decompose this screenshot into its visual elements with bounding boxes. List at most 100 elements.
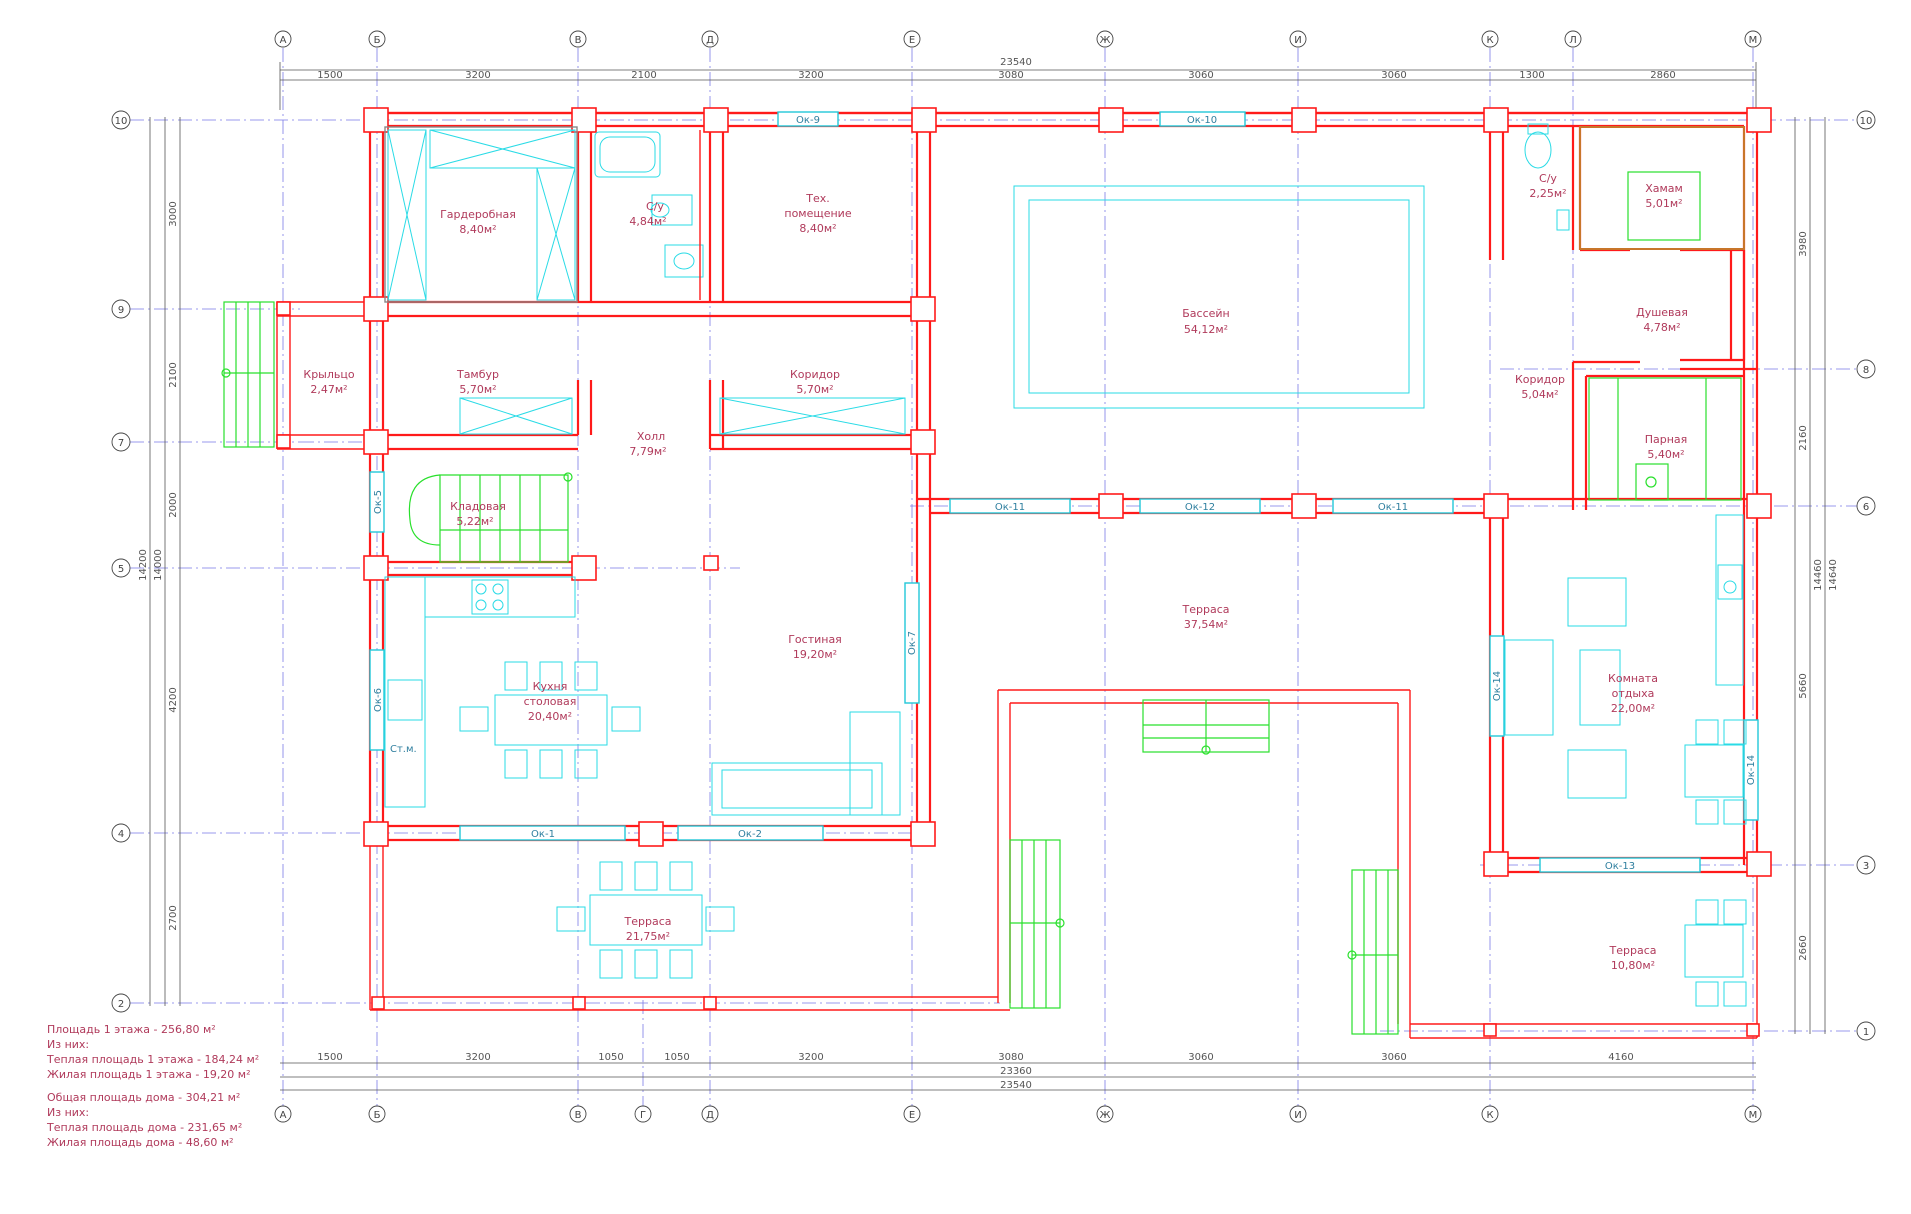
dimension-lines <box>149 62 1826 1091</box>
room-area: 20,40м² <box>528 710 572 723</box>
windows: Ок-9 Ок-10 Ок-11 Ок-12 Ок-11 Ок-5 Ок-7 О… <box>369 111 1759 873</box>
room-name: Хамам <box>1645 182 1683 195</box>
dim-left-segment: 2700 <box>168 905 179 930</box>
dim-top-segment: 2860 <box>1650 70 1675 81</box>
axis-bottom-label: В <box>575 1110 582 1121</box>
axis-right-label: 8 <box>1863 365 1869 376</box>
dim-left-segment: 4200 <box>168 687 179 712</box>
grid-lines <box>130 48 1860 1112</box>
window-label: Ок-6 <box>373 688 384 712</box>
dim-bottom-segment: 3200 <box>798 1052 823 1063</box>
summary-line: Теплая площадь дома - 231,65 м² <box>46 1121 242 1134</box>
axis-left-label: 5 <box>118 564 124 575</box>
dim-right-total: 14460 <box>1813 559 1824 591</box>
washer-label: Ст.м. <box>390 744 417 755</box>
room-name: Терраса <box>1182 603 1230 616</box>
room-name: Кладовая <box>450 500 506 513</box>
window-label: Ок-7 <box>907 631 918 655</box>
axis-right-label: 1 <box>1863 1027 1869 1038</box>
room-name: С/у <box>646 200 664 213</box>
room-area: 19,20м² <box>793 648 837 661</box>
dim-right-segment: 2160 <box>1798 425 1809 450</box>
room-name: Коридор <box>1515 373 1565 386</box>
axis-top-label: Д <box>706 35 714 46</box>
dim-left-total: 14200 <box>138 549 149 581</box>
terrace-dining <box>556 861 735 979</box>
room-name: Тех. <box>805 192 830 205</box>
axis-bottom-label: Б <box>374 1110 381 1121</box>
axis-left-label: 9 <box>118 305 124 316</box>
dimension-texts-top: 23540 1500 3200 2100 3200 3080 3060 3060… <box>317 57 1675 81</box>
lounge-furniture <box>1504 514 1747 825</box>
dim-right-segment: 3980 <box>1798 231 1809 256</box>
columns <box>276 107 1772 1037</box>
room-area: 2,25м² <box>1529 187 1566 200</box>
room-name: С/у <box>1539 172 1557 185</box>
room-name-line2: отдыха <box>1612 687 1655 700</box>
dim-bottom-total: 23540 <box>1000 1080 1032 1091</box>
dimension-texts-left: 3000 2100 2000 4200 2700 14200 14000 <box>138 201 179 930</box>
window-label: Ок-11 <box>1378 502 1408 513</box>
walls <box>276 111 1759 1039</box>
bathroom-fixtures <box>594 130 704 300</box>
axis-markers-left: 10 9 7 5 4 2 <box>111 110 131 1013</box>
dim-bottom-segment: 3200 <box>465 1052 490 1063</box>
axis-bottom-label: Д <box>706 1110 714 1121</box>
axis-bottom-label: М <box>1749 1110 1758 1121</box>
dim-right-total: 14640 <box>1828 559 1839 591</box>
pool <box>1013 185 1425 409</box>
summary-line: Из них: <box>47 1106 89 1119</box>
room-area: 8,40м² <box>799 222 836 235</box>
summary-line: Жилая площадь дома - 48,60 м² <box>47 1136 234 1149</box>
axis-markers-right: 10 8 6 3 1 <box>1856 110 1876 1041</box>
room-area: 5,70м² <box>459 383 496 396</box>
axis-bottom-label: Е <box>909 1110 915 1121</box>
axis-top-label: Б <box>374 35 381 46</box>
axis-bottom-label: Ж <box>1100 1110 1111 1121</box>
room-area: 8,40м² <box>459 223 496 236</box>
dim-bottom-segment: 4160 <box>1608 1052 1633 1063</box>
room-name: Терраса <box>1609 944 1657 957</box>
pantry-stair <box>408 472 573 563</box>
room-name-line2: столовая <box>524 695 577 708</box>
window-label: Ок-9 <box>796 115 820 126</box>
room-labels: Гардеробная 8,40м² С/у 4,84м² Тех. помещ… <box>303 172 1688 972</box>
axis-left-label: 7 <box>118 438 124 449</box>
room-area: 4,78м² <box>1643 321 1680 334</box>
axis-right-label: 6 <box>1863 502 1869 513</box>
room-name: Гардеробная <box>440 208 516 221</box>
axis-markers-top: А Б В Д Е Ж И К Л М <box>274 30 1762 48</box>
dim-left-segment: 2000 <box>168 492 179 517</box>
axis-left-label: 4 <box>118 829 124 840</box>
summary-line: Общая площадь дома - 304,21 м² <box>47 1091 240 1104</box>
room-name: Терраса <box>624 915 672 928</box>
dim-top-segment: 3060 <box>1381 70 1406 81</box>
window-label: Ок-11 <box>995 502 1025 513</box>
axis-bottom-label: И <box>1294 1110 1301 1121</box>
dim-top-total: 23540 <box>1000 57 1032 68</box>
dim-right-segment: 5660 <box>1798 673 1809 698</box>
summary-line: Жилая площадь 1 этажа - 19,20 м² <box>47 1068 251 1081</box>
spa-fixtures <box>1524 123 1745 501</box>
summary-line: Площадь 1 этажа - 256,80 м² <box>47 1023 216 1036</box>
dim-bottom-segment: 1500 <box>317 1052 342 1063</box>
axis-left-label: 2 <box>118 999 124 1010</box>
axis-top-label: Л <box>1569 35 1577 46</box>
summary-line: Теплая площадь 1 этажа - 184,24 м² <box>46 1053 259 1066</box>
room-area: 7,79м² <box>629 445 666 458</box>
axis-top-label: В <box>575 35 582 46</box>
dim-top-segment: 2100 <box>631 70 656 81</box>
room-area: 54,12м² <box>1184 323 1228 336</box>
axis-top-label: К <box>1486 35 1493 46</box>
dim-top-segment: 3200 <box>465 70 490 81</box>
dim-left-total: 14000 <box>153 549 164 581</box>
dim-bottom-segment: 1050 <box>598 1052 623 1063</box>
terrace-small-furniture <box>1684 899 1747 1007</box>
room-area: 5,40м² <box>1647 448 1684 461</box>
axis-top-label: Ж <box>1100 35 1111 46</box>
room-name: Бассейн <box>1182 307 1230 320</box>
room-area: 37,54м² <box>1184 618 1228 631</box>
window-label: Ок-10 <box>1187 115 1217 126</box>
dim-bottom-segment: 3060 <box>1381 1052 1406 1063</box>
